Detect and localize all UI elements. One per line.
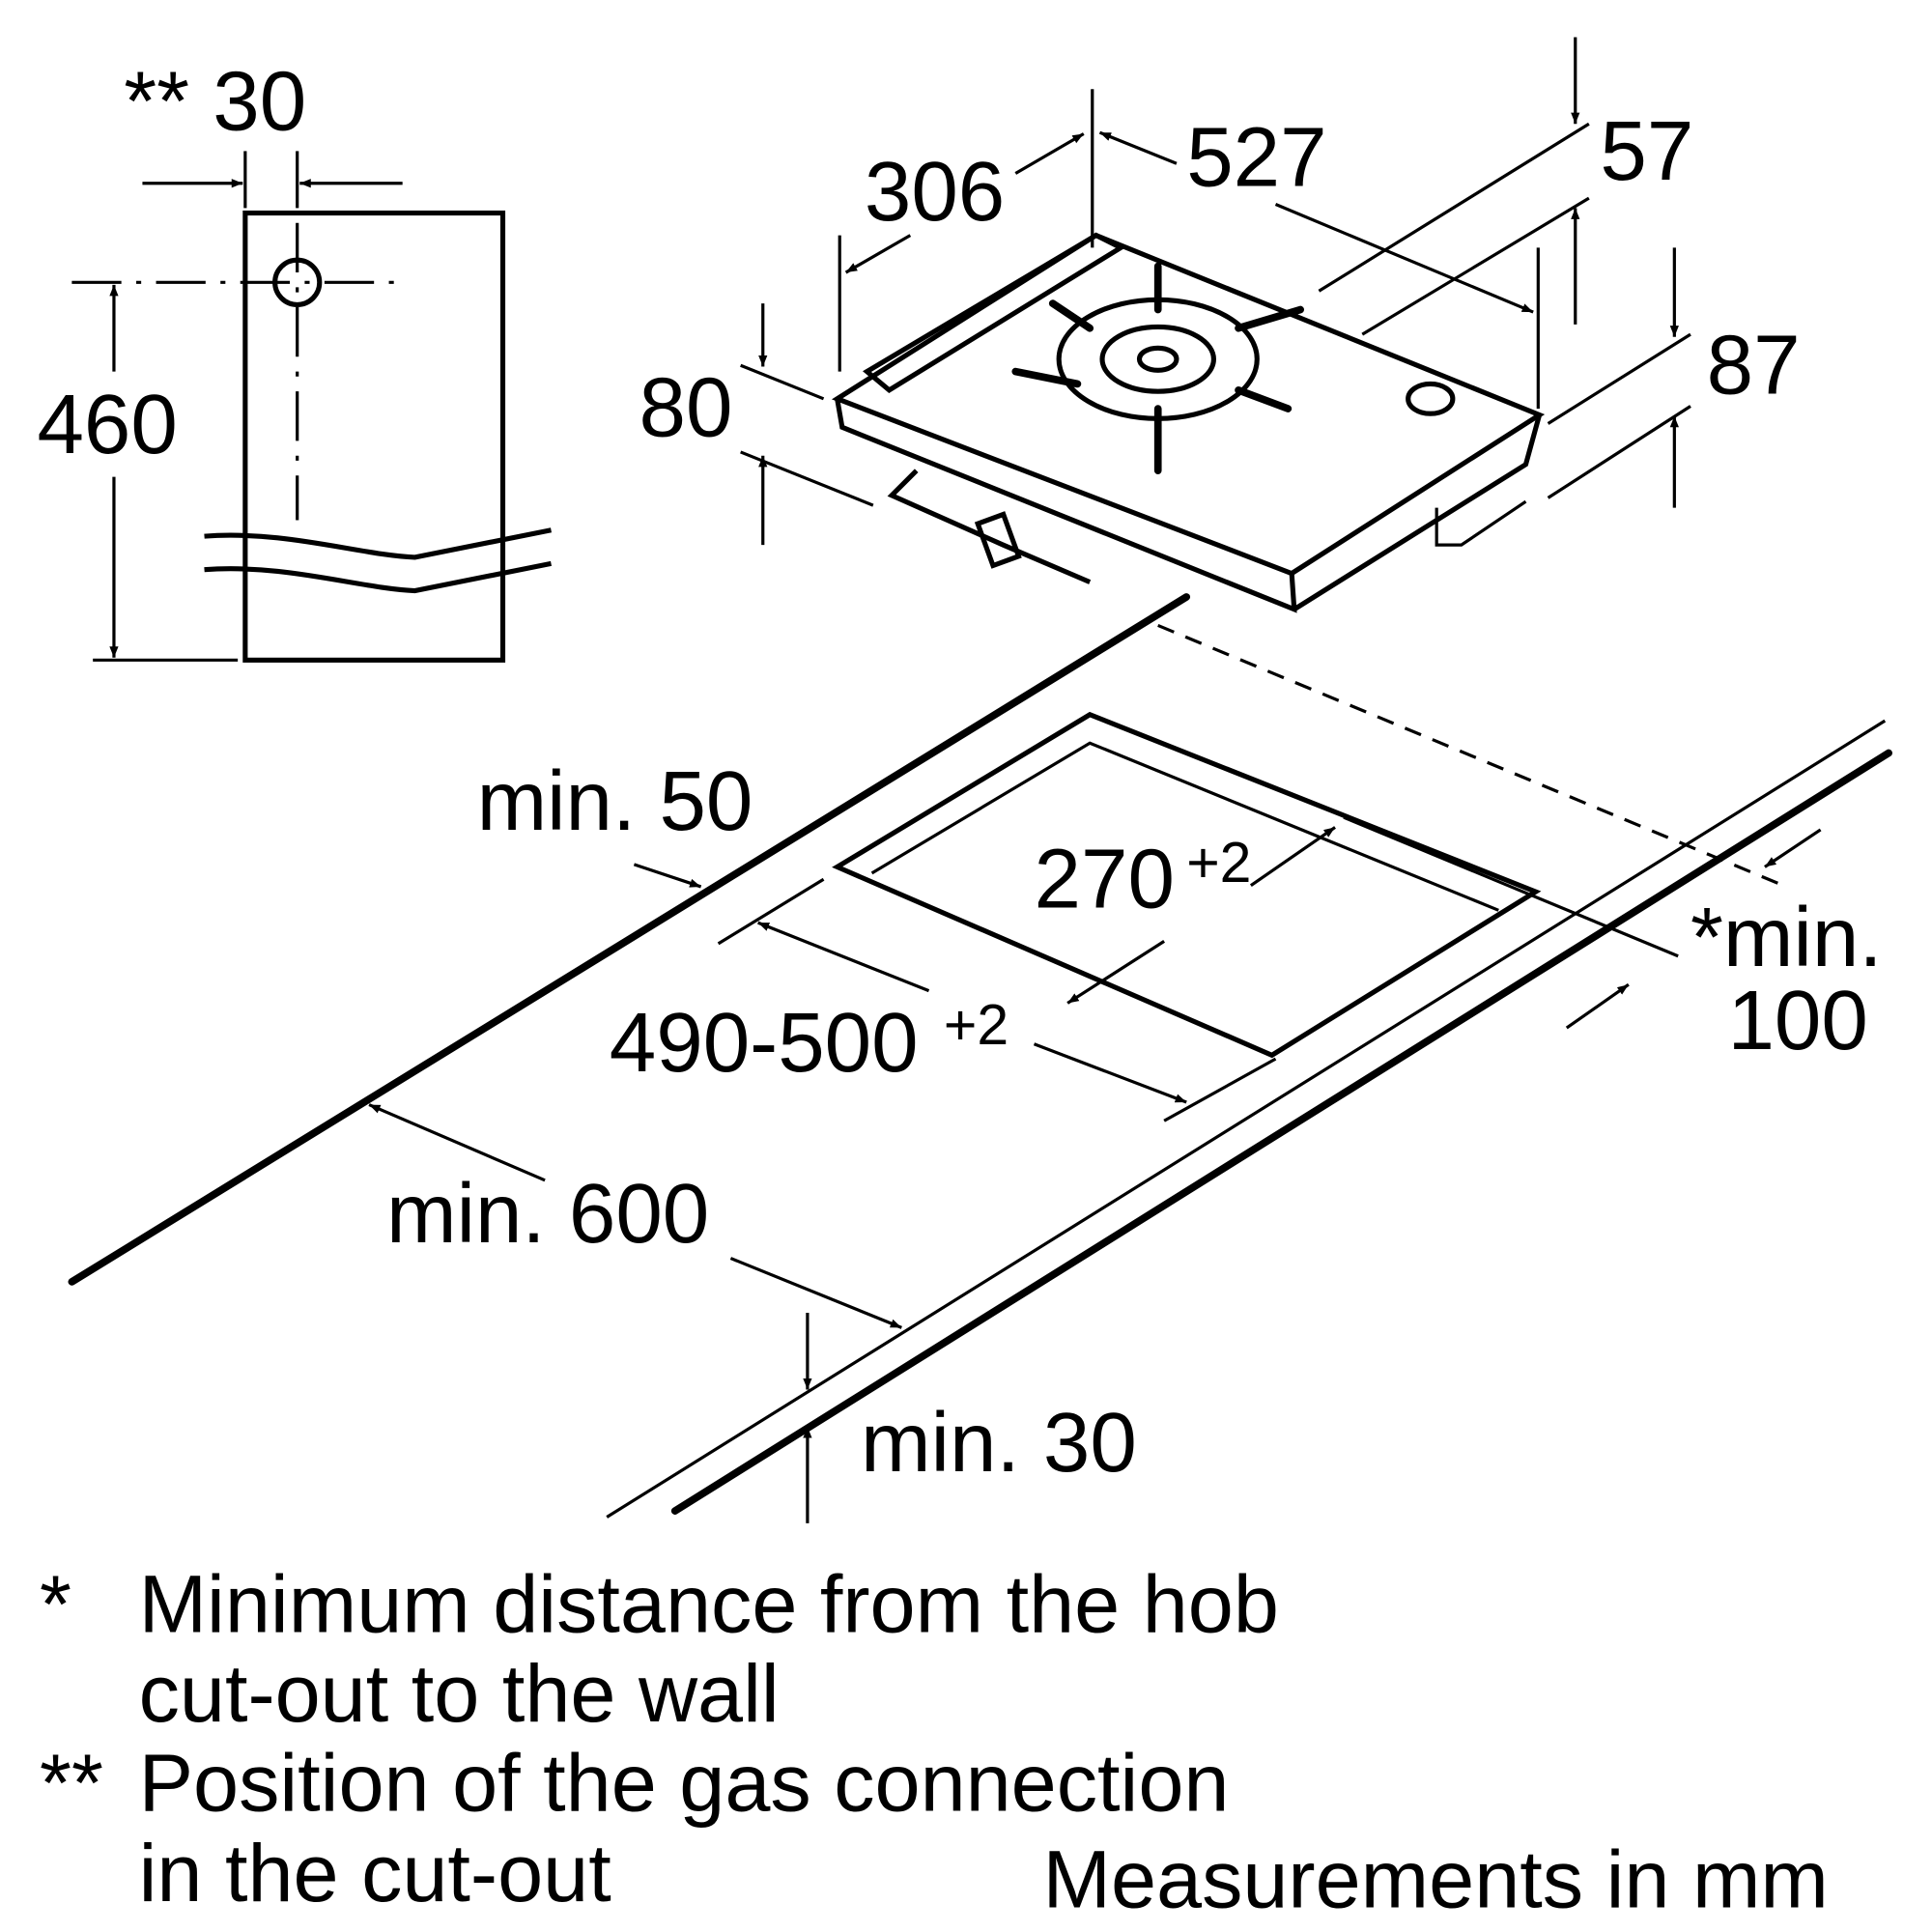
cutout-side-rect [242, 210, 506, 663]
hob-front-height-label: 80 [639, 360, 733, 454]
wall-line [1157, 623, 1784, 888]
star-symbol: * [40, 1558, 71, 1650]
hob-depth-label: 306 [865, 145, 1005, 239]
gas-pipe [887, 469, 1092, 584]
worktop-depth-label: min. 600 [386, 1167, 709, 1261]
worktop-rear-edge [68, 593, 1191, 1286]
worktop-front-top-edge [606, 719, 1887, 1519]
hob-dimensions: 306 527 57 80 87 [639, 37, 1801, 546]
hob-total-height-label: 87 [1707, 319, 1801, 412]
cutout-dimensions: min. 50 270 +2 490-500 +2 *min. 100 min.… [368, 754, 1883, 1523]
cutout-depth-tolerance: +2 [1186, 832, 1251, 895]
gas-height-label: 460 [37, 378, 177, 471]
cutout-width-label: 490-500 [610, 996, 919, 1090]
star-note-line1: Minimum distance from the hob [139, 1558, 1279, 1650]
gas-connection-view: ** 30 460 [37, 55, 553, 663]
burner-outer [1056, 297, 1260, 421]
worktop-thickness-label: min. 30 [861, 1396, 1137, 1490]
control-knob [1406, 381, 1456, 416]
min-front-label: min. 50 [477, 754, 753, 848]
wall-min-prefix: *min. [1690, 891, 1883, 984]
hob-drawing [831, 232, 1546, 613]
hob-width-label: 527 [1186, 110, 1326, 204]
worktop-drawing [68, 593, 1892, 1519]
pipe-curve [204, 527, 553, 560]
star-note-line2: cut-out to the wall [139, 1647, 780, 1739]
double-star-note-line2: in the cut-out [139, 1827, 611, 1918]
double-star-symbol: ** [40, 1736, 103, 1828]
double-star-note-line1: Position of the gas connection [139, 1736, 1230, 1828]
pan-support [1011, 262, 1304, 475]
worktop-front-edge [670, 749, 1892, 1515]
cutout-depth-label: 270 [1035, 833, 1175, 926]
wall-min-value: 100 [1727, 974, 1867, 1067]
burner-cap [1136, 345, 1179, 373]
footnotes: * Minimum distance from the hob cut-out … [40, 1558, 1829, 1925]
gas-offset-label: ** 30 [124, 55, 306, 149]
hob-rear-strip [863, 232, 1126, 393]
units-note: Measurements in mm [1042, 1833, 1828, 1924]
cutout-outline [832, 711, 1542, 1059]
cutout-width-tolerance: +2 [944, 994, 1009, 1057]
hob-top-height-label: 57 [1600, 104, 1693, 198]
